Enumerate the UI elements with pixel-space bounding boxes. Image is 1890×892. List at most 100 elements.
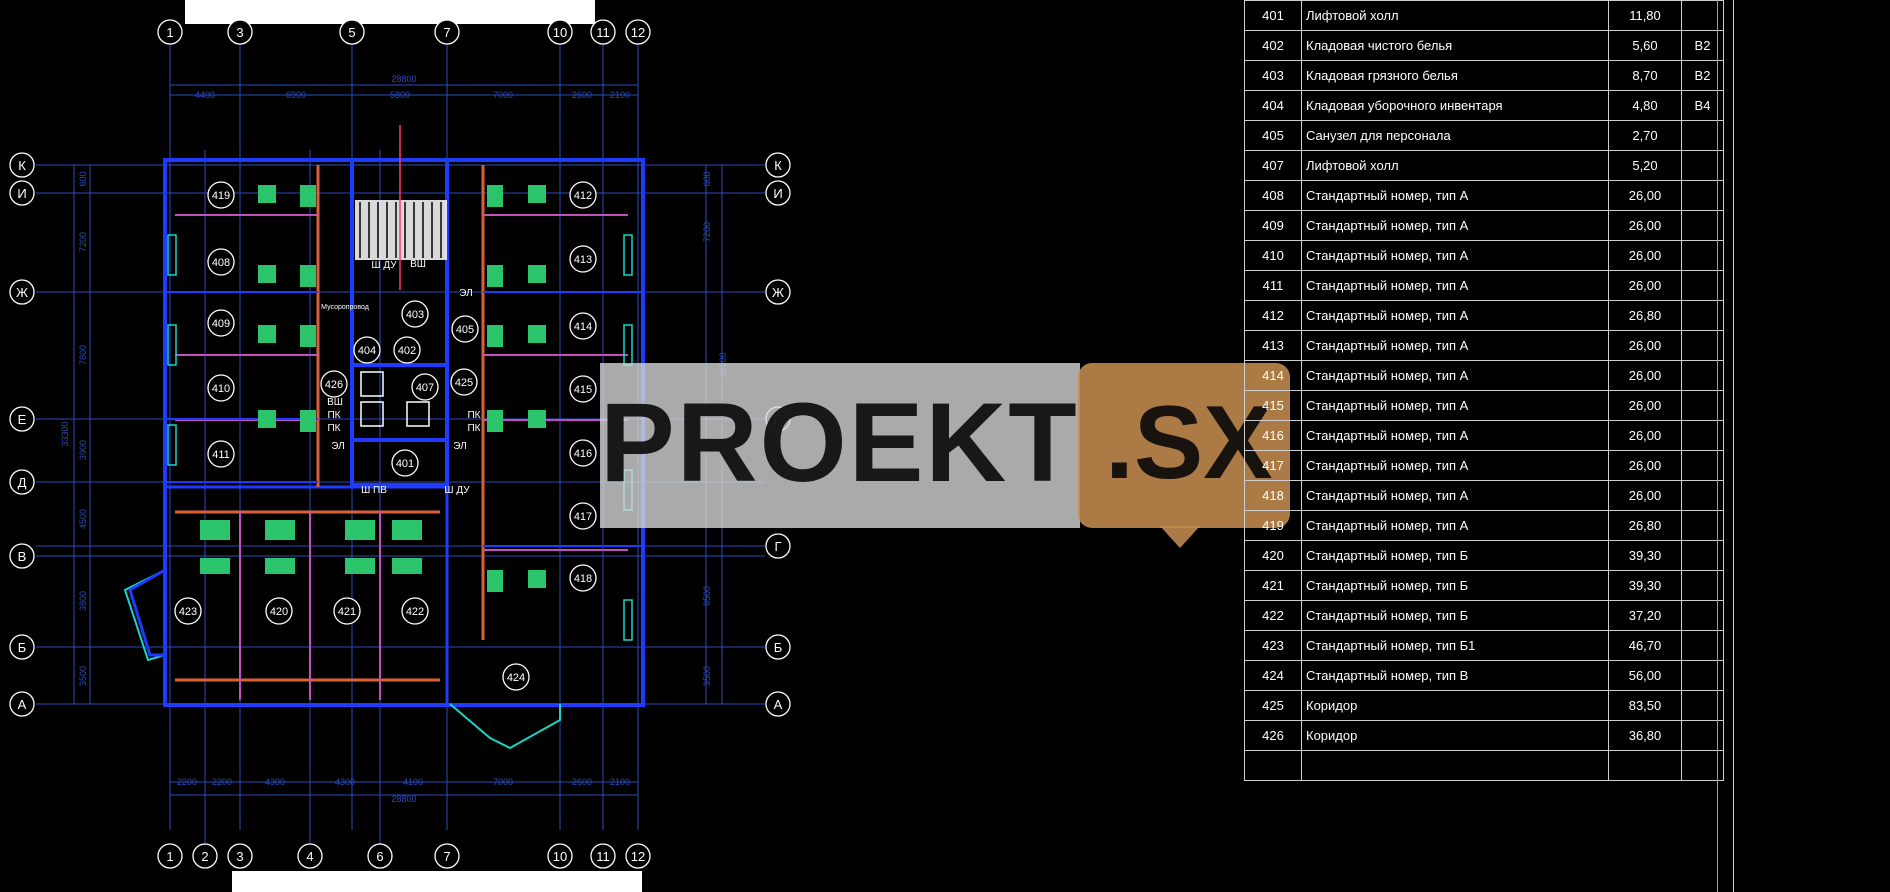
dim-text: 3500 <box>702 666 712 686</box>
room-cell-area: 26,00 <box>1608 360 1682 391</box>
plan-label: ПК <box>327 410 340 421</box>
dim-text: 3500 <box>78 666 88 686</box>
room-cell-area: 26,80 <box>1608 300 1682 331</box>
grid-bubble-label: 12 <box>631 849 645 864</box>
room-cell-area: 26,00 <box>1608 240 1682 271</box>
room-cell-num: 403 <box>1244 60 1302 91</box>
room-cell-name: Стандартный номер, тип А <box>1301 240 1609 271</box>
room-tags: 4194084094104114124134144154164174184034… <box>174 181 597 691</box>
furniture-bed <box>528 265 546 283</box>
room-cell-name: Кладовая чистого белья <box>1301 30 1609 61</box>
room-tag-circle <box>353 336 381 364</box>
grid-bubble-circle <box>590 843 616 869</box>
plan-label: Ш ДУ <box>444 485 470 496</box>
furniture-bath <box>345 520 375 540</box>
room-tag-circle <box>401 300 429 328</box>
grid-bubble-label: Ж <box>16 285 28 300</box>
grid-bubble-circle <box>9 406 35 432</box>
room-cell-area: 26,00 <box>1608 180 1682 211</box>
grid-bubble-label: 11 <box>596 849 610 864</box>
room-tag: 417 <box>574 511 592 523</box>
room-cell-num: 402 <box>1244 30 1302 61</box>
room-cell-cat <box>1681 660 1724 691</box>
grid-bubble-label: 12 <box>631 25 645 40</box>
room-cell-num: 410 <box>1244 240 1302 271</box>
room-cell-num: 420 <box>1244 540 1302 571</box>
room-cell-area: 26,80 <box>1608 510 1682 541</box>
room-tag-circle <box>502 663 530 691</box>
room-tag-circle <box>207 374 235 402</box>
room-tag-circle <box>569 312 597 340</box>
grid-bubble-label: 3 <box>236 25 243 40</box>
plan-label: ВШ <box>327 397 343 408</box>
grid-bubble-circle <box>367 843 393 869</box>
plan-label: ПК <box>467 423 480 434</box>
dim-text: 33300 <box>718 352 728 377</box>
window <box>623 234 633 276</box>
grid-bubble-label: И <box>17 186 26 201</box>
room-cell-num: 404 <box>1244 90 1302 121</box>
furniture-bed <box>265 558 295 574</box>
room-cell-cat <box>1681 450 1724 481</box>
room-cell-area: 2,70 <box>1608 120 1682 151</box>
room-cell-num: 411 <box>1244 270 1302 301</box>
dim-text: 7800 <box>78 345 88 365</box>
room-cell-num: 415 <box>1244 390 1302 421</box>
bay-wall-outline <box>449 703 561 750</box>
room-cell-name <box>1301 750 1609 781</box>
room-tag-circle <box>569 502 597 530</box>
room-tag-circle <box>207 181 235 209</box>
room-cell-num: 413 <box>1244 330 1302 361</box>
room-cell-area: 46,70 <box>1608 630 1682 661</box>
room-tag: 408 <box>212 257 230 269</box>
room-cell-area: 26,00 <box>1608 420 1682 451</box>
room-cell-area: 26,00 <box>1608 450 1682 481</box>
dim-text: 3900 <box>78 440 88 460</box>
room-cell-area: 5,20 <box>1608 150 1682 181</box>
room-cell-name: Стандартный номер, тип А <box>1301 420 1609 451</box>
room-cell-cat <box>1681 330 1724 361</box>
room-tag: 420 <box>270 606 288 618</box>
dim-text: 3800 <box>78 591 88 611</box>
sheet-border-line-outer <box>1733 0 1734 892</box>
furniture-bath <box>487 410 503 432</box>
room-tag: 414 <box>574 321 592 333</box>
room-cell-name: Стандартный номер, тип А <box>1301 270 1609 301</box>
room-tag-circle <box>451 315 479 343</box>
grid-bubble-label: 1 <box>166 25 173 40</box>
room-cell-name: Коридор <box>1301 720 1609 751</box>
room-cell-num: 422 <box>1244 600 1302 631</box>
room-tag-circle <box>207 248 235 276</box>
dim-text: 5800 <box>390 90 410 100</box>
room-tag-circle <box>207 309 235 337</box>
bay-wall-left <box>128 568 166 657</box>
plan-label: Мусоропровод <box>321 304 369 311</box>
room-tag: 412 <box>574 190 592 202</box>
grid-bubble-label: 7 <box>443 25 450 40</box>
room-tag-circle <box>411 373 439 401</box>
dim-text: 600 <box>78 171 88 186</box>
room-cell-name: Стандартный номер, тип Б <box>1301 570 1609 601</box>
room-tag-circle <box>569 439 597 467</box>
room-cell-name: Кладовая грязного белья <box>1301 60 1609 91</box>
furniture-bath <box>300 325 316 347</box>
furniture-bath <box>265 520 295 540</box>
room-cell-name: Кладовая уборочного инвентаря <box>1301 90 1609 121</box>
furniture-bed <box>345 558 375 574</box>
title-block-top <box>185 0 595 24</box>
room-tag-circle <box>569 181 597 209</box>
grid-bubble-label: Б <box>18 640 27 655</box>
room-cell-area: 39,30 <box>1608 570 1682 601</box>
plan-label: ЭЛ <box>453 441 466 452</box>
room-tag-circle <box>320 370 348 398</box>
room-cell-name: Стандартный номер, тип А <box>1301 330 1609 361</box>
furniture-bed <box>528 570 546 588</box>
